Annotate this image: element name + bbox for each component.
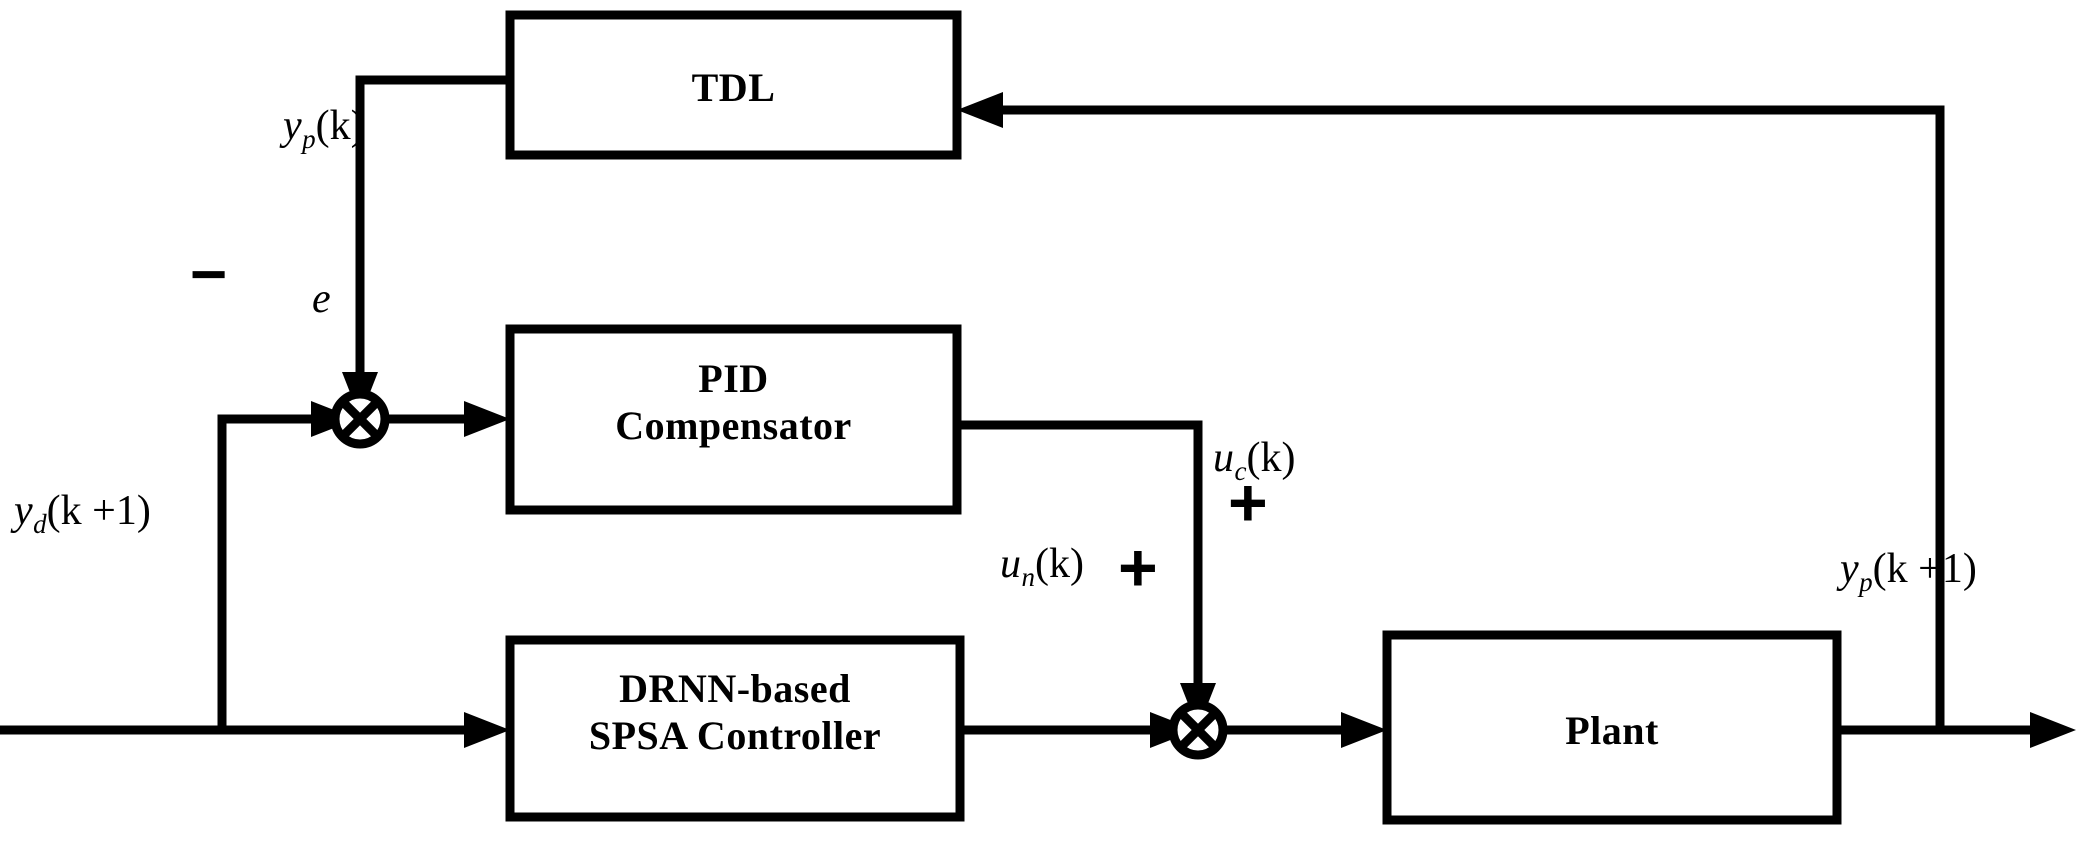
- sign-minus-feedback: −: [190, 238, 228, 310]
- signal-ypk1-base: y: [1840, 546, 1859, 592]
- block-label-pid-line2: Compensator: [615, 403, 852, 449]
- signal-yd-sub: d: [33, 508, 47, 539]
- arrow-head-into-pid: [464, 401, 510, 437]
- signal-label-error-e: e: [312, 278, 331, 320]
- wire-tdl-to-error-sum: [342, 75, 510, 418]
- signal-yd-base: y: [14, 488, 33, 534]
- signal-e-base: e: [312, 276, 331, 322]
- block-plant[interactable]: [1382, 630, 1842, 825]
- signal-yp-args: (k): [315, 103, 365, 149]
- wire-drnn-to-control-sum: [960, 712, 1196, 748]
- wire-error-to-pid: [380, 401, 510, 437]
- signal-uc-sub: c: [1234, 455, 1247, 486]
- arrow-head-into-drnn: [464, 712, 510, 748]
- signal-label-yp-k1: yp(k +1): [1840, 548, 1977, 596]
- wire-plant-output: [1837, 712, 2076, 748]
- signal-un-args: (k): [1035, 541, 1084, 587]
- arrow-head-system-output: [2030, 712, 2076, 748]
- block-label-plant: Plant: [1565, 708, 1659, 753]
- signal-uc-base: u: [1213, 435, 1234, 481]
- block-label-drnn-line2: SPSA Controller: [588, 713, 882, 759]
- signal-yd-args: (k +1): [46, 488, 151, 534]
- signal-yp-sub: p: [302, 123, 316, 154]
- sign-plus-uc: +: [1228, 465, 1268, 541]
- signal-ypk1-sub: p: [1859, 566, 1873, 597]
- signal-yp-base: y: [283, 103, 302, 149]
- signal-label-un-k: un(k): [1000, 543, 1084, 591]
- signal-ypk1-args: (k +1): [1872, 546, 1977, 592]
- signal-label-yd-k1: yd(k +1): [14, 490, 151, 538]
- wire-reference-branch-to-error-sum: [217, 401, 357, 730]
- wire-control-sum-to-plant: [1223, 712, 1387, 748]
- block-tdl[interactable]: [505, 10, 962, 160]
- block-label-drnn: DRNN-based SPSA Controller: [500, 665, 970, 759]
- wire-plant-to-tdl: [957, 92, 1945, 730]
- signal-label-yp-k: yp(k): [283, 105, 365, 153]
- block-label-tdl: TDL: [691, 65, 776, 110]
- block-label-pid-line1: PID: [698, 356, 769, 401]
- signal-label-uc-k: uc(k): [1213, 437, 1295, 485]
- wire-reference-to-drnn: [0, 712, 510, 748]
- summing-junction-control[interactable]: [1168, 700, 1228, 760]
- block-label-pid: PID Compensator: [510, 355, 957, 449]
- signal-un-sub: n: [1021, 561, 1036, 592]
- signal-un-base: u: [1000, 541, 1021, 587]
- signal-uc-args: (k): [1246, 435, 1296, 481]
- block-label-drnn-line1: DRNN-based: [619, 666, 851, 711]
- block-pid[interactable]: [505, 324, 962, 515]
- wire-pid-to-control-sum: [957, 420, 1216, 729]
- summing-junction-error[interactable]: [330, 389, 390, 449]
- sign-plus-un: +: [1118, 530, 1158, 606]
- arrow-head-into-tdl: [957, 92, 1003, 128]
- arrow-head-into-plant: [1341, 712, 1387, 748]
- block-drnn[interactable]: [505, 635, 965, 822]
